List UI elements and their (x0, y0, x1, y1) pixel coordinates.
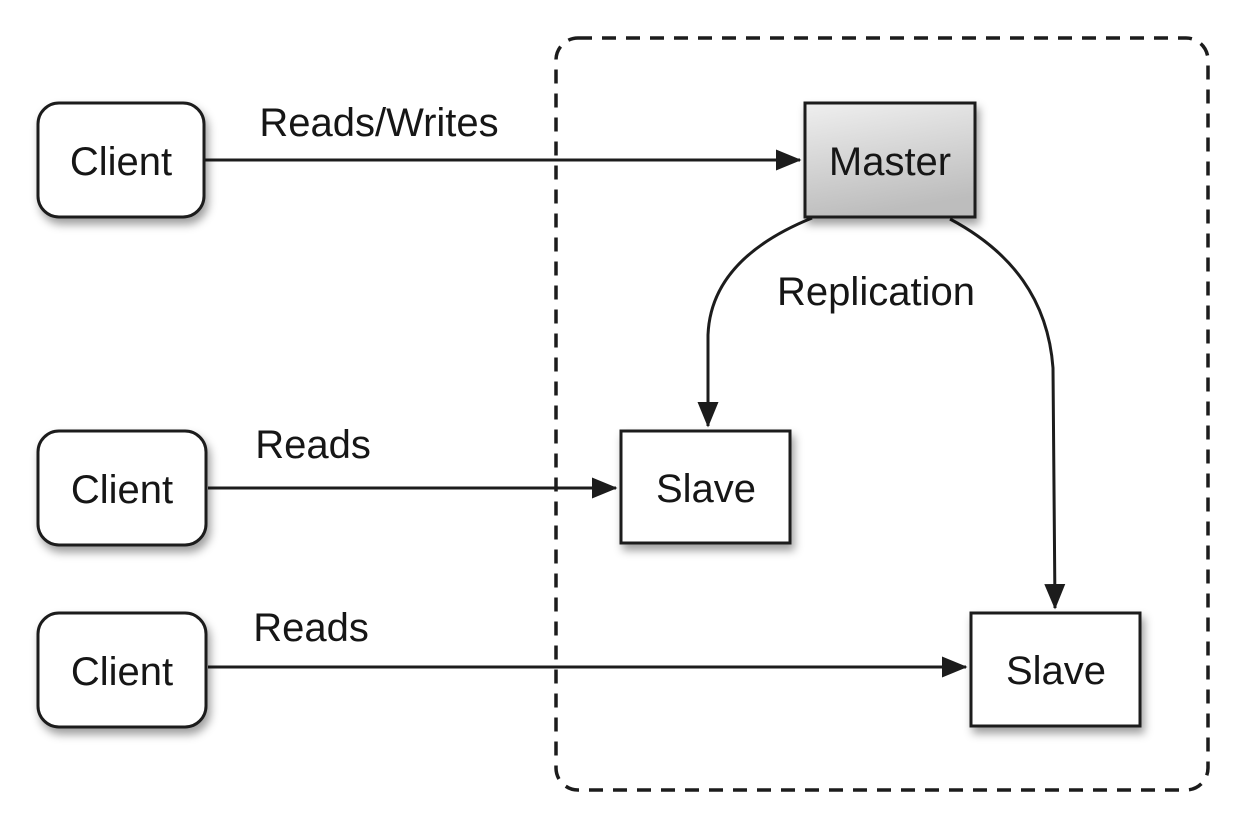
client2-label: Client (71, 468, 173, 512)
edge-label-replication: Replication (777, 270, 975, 314)
edges (204, 149, 1066, 678)
node-slave-1: Slave (619, 429, 792, 545)
client3-label: Client (71, 650, 173, 694)
client1-box (36, 101, 206, 219)
node-client-2: Client (36, 429, 208, 547)
edge-label-reads-top: Reads (255, 423, 371, 467)
slave2-box (969, 611, 1142, 728)
slave1-box (619, 429, 792, 545)
edge-master-to-slave2-replication (949, 217, 1066, 610)
node-client-1: Client (36, 101, 206, 219)
master-label: Master (829, 140, 951, 184)
node-client-3: Client (36, 611, 208, 729)
edge-label-reads-writes: Reads/Writes (259, 101, 498, 145)
client3-box (36, 611, 208, 729)
replication-cluster-boundary (554, 36, 1210, 792)
client1-label: Client (70, 140, 172, 184)
edge-master-to-slave1-replication (697, 216, 813, 428)
slave1-label: Slave (656, 467, 756, 511)
master-box (803, 101, 977, 219)
node-master: Master (803, 101, 977, 219)
client2-box (36, 429, 208, 547)
node-slave-2: Slave (969, 611, 1142, 728)
edge-label-reads-bottom: Reads (253, 606, 369, 650)
slave2-label: Slave (1006, 649, 1106, 693)
